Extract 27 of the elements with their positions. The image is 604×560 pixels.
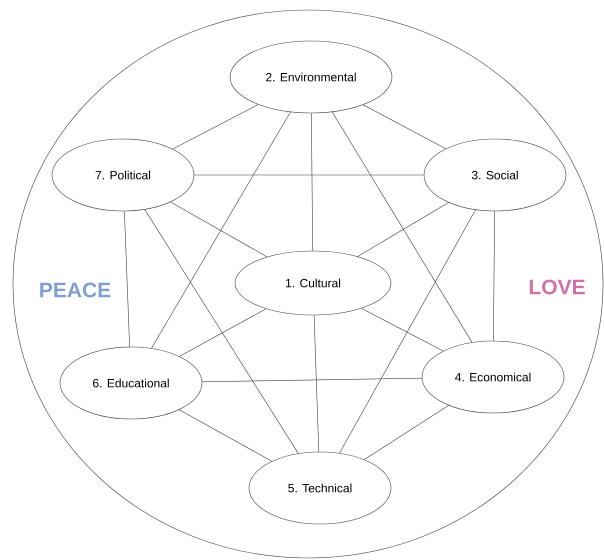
connector-line	[493, 211, 495, 341]
connector-line	[172, 104, 258, 150]
ellipse-node: 1. Cultural	[234, 250, 392, 316]
connector-line	[144, 209, 299, 454]
connector-line	[124, 210, 130, 347]
connector-line	[179, 308, 266, 357]
connector-line	[362, 104, 446, 150]
connector-line	[361, 308, 444, 352]
side-word: LOVE	[530, 280, 585, 294]
ellipse-node: 7. Political	[52, 138, 194, 212]
ellipse-node: 5. Technical	[248, 452, 392, 524]
connector-line	[194, 174, 424, 176]
connector-line	[178, 409, 272, 462]
connector-line	[357, 202, 449, 257]
connector-line	[202, 378, 422, 382]
ellipse-node: 3. Social	[424, 138, 566, 212]
connector-line	[170, 202, 268, 258]
ellipse-node: 6. Educational	[60, 346, 202, 420]
ellipse-node: 2. Environmental	[230, 40, 392, 114]
connector-line	[332, 112, 472, 343]
connector-line	[151, 112, 291, 349]
connector-line	[314, 315, 320, 452]
side-word: PEACE	[40, 282, 110, 298]
connector-line	[311, 113, 313, 251]
connector-line	[364, 405, 449, 460]
connector-line	[339, 210, 476, 454]
ellipse-node: 4. Economical	[422, 340, 564, 414]
